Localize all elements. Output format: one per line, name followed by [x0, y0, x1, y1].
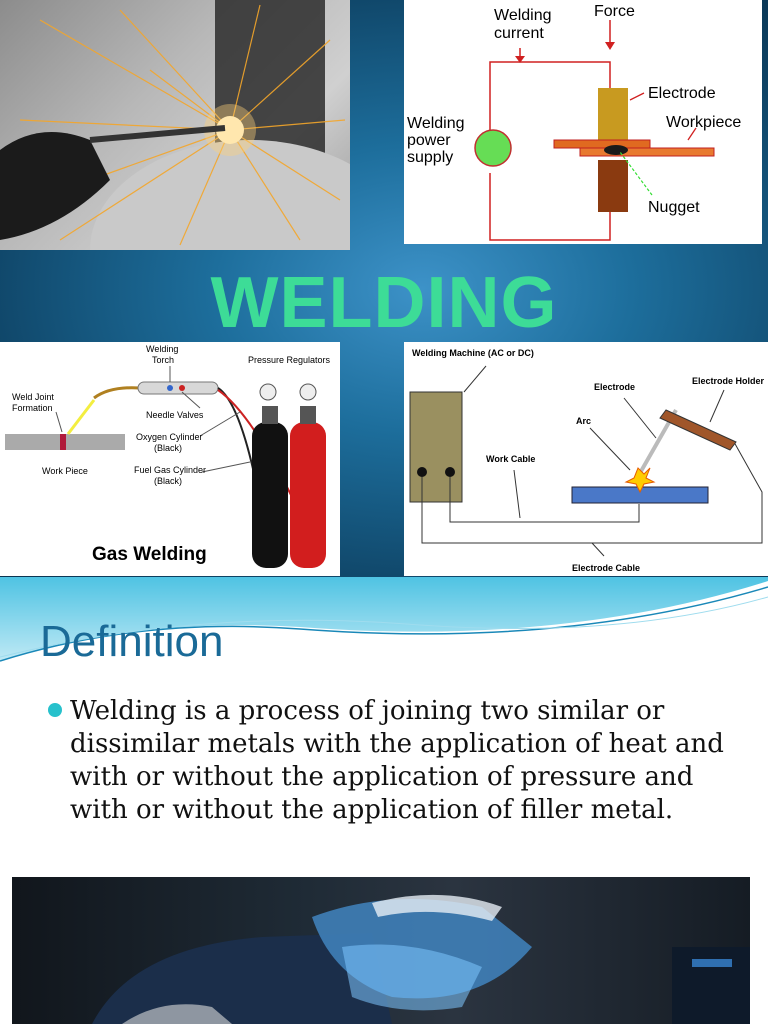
label-welding-current-2: current — [494, 25, 544, 42]
arc-welding-diagram: Welding Machine (AC or DC) Electrode Ele… — [404, 342, 768, 576]
label-electrode-cable: Electrode Cable — [572, 563, 640, 573]
label-arc-electrode: Electrode — [594, 382, 635, 392]
label-torch-1: Welding — [146, 344, 178, 354]
label-oxygen-1: Oxygen Cylinder — [136, 432, 203, 442]
label-work-piece: Work Piece — [42, 466, 88, 476]
resistance-welding-diagram: Welding current Force Electrode Workpiec… — [404, 0, 762, 244]
label-force: Force — [594, 3, 635, 20]
label-arc: Arc — [576, 416, 591, 426]
label-holder: Electrode Holder — [692, 376, 765, 386]
label-needle: Needle Valves — [146, 410, 204, 420]
label-joint-2: Formation — [12, 403, 53, 413]
definition-heading: Definition — [40, 617, 224, 666]
label-nugget: Nugget — [648, 199, 700, 216]
label-regulators: Pressure Regulators — [248, 355, 331, 365]
gas-welding-caption: Gas Welding — [92, 544, 207, 565]
resistance-diagram-svg: Welding current Force Electrode Workpiec… — [407, 3, 741, 241]
label-welding-current-1: Welding — [494, 7, 552, 24]
label-fuel-1: Fuel Gas Cylinder — [134, 465, 206, 475]
gas-diagram-svg: Welding Torch Pressure Regulators Weld J… — [5, 344, 331, 568]
slide-title: WELDING — [210, 263, 558, 343]
welder-illustration — [92, 894, 750, 1024]
label-supply-3: supply — [407, 149, 453, 166]
label-machine: Welding Machine (AC or DC) — [412, 348, 534, 358]
bullet-dot-icon — [48, 703, 62, 717]
label-supply-1: Welding — [407, 115, 465, 132]
label-oxygen-2: (Black) — [154, 443, 182, 453]
label-electrode: Electrode — [648, 85, 716, 102]
label-workpiece: Workpiece — [666, 114, 741, 131]
decorative-wave-band — [0, 577, 768, 662]
label-work-cable: Work Cable — [486, 454, 535, 464]
arc-diagram-svg: Welding Machine (AC or DC) Electrode Ele… — [409, 348, 765, 573]
slide-welding-title: Welding current Force Electrode Workpiec… — [0, 0, 768, 577]
label-supply-2: power — [407, 132, 451, 149]
label-fuel-2: (Black) — [154, 476, 182, 486]
label-joint-1: Weld Joint — [12, 392, 54, 402]
slide-definition: Definition Welding is a process of joini… — [0, 577, 768, 1024]
welder-photo — [12, 877, 750, 1024]
definition-text: Welding is a process of joining two simi… — [70, 696, 724, 825]
gas-welding-diagram: Welding Torch Pressure Regulators Weld J… — [0, 342, 340, 576]
sparks-illustration — [0, 0, 350, 250]
label-torch-2: Torch — [152, 355, 174, 365]
welding-sparks-photo — [0, 0, 350, 250]
